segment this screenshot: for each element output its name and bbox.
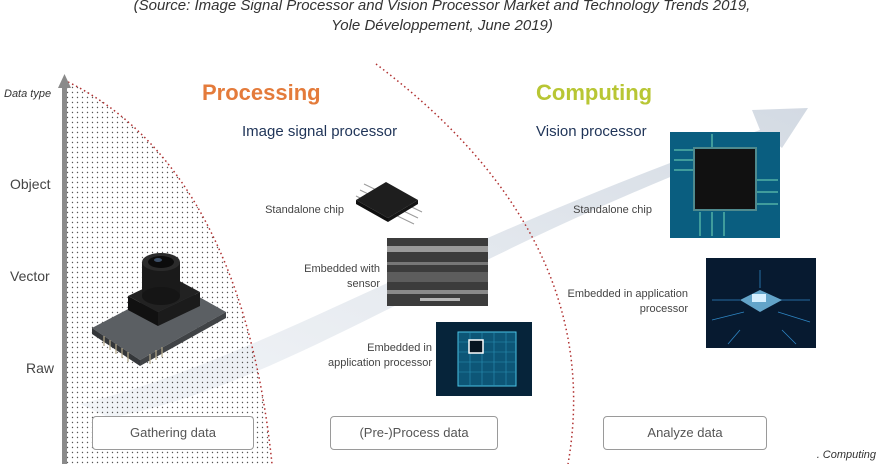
isp-embedded-sensor-caption: Embedded with sensor — [304, 263, 380, 290]
source-line-1: (Source: Image Signal Processor and Visi… — [133, 0, 751, 14]
computing-title: Computing — [536, 80, 653, 105]
vision-embedded-app-caption: Embedded in application processor — [567, 288, 688, 315]
camera-module-image — [92, 253, 226, 366]
vision-in-app-processor-image — [706, 258, 816, 348]
level-object: Object — [10, 176, 51, 192]
vision-standalone-chip-image — [670, 132, 780, 238]
source-line-2: Yole Développement, June 2019) — [331, 17, 553, 34]
level-raw: Raw — [26, 360, 55, 376]
isp-embedded-app-caption: Embedded in application processor — [328, 342, 432, 369]
axis-bar — [62, 86, 67, 464]
vision-standalone-caption: Standalone chip — [573, 204, 652, 216]
processing-title: Processing — [202, 80, 321, 105]
isp-standalone-caption: Standalone chip — [265, 204, 344, 216]
stage-analyze: Analyze data — [603, 416, 767, 450]
stage-preprocess: (Pre-)Process data — [330, 416, 498, 450]
footer-fragment: . Computing — [816, 449, 876, 461]
source-citation: (Source: Image Signal Processor and Visi… — [0, 0, 884, 36]
stage-gathering: Gathering data — [92, 416, 254, 450]
level-vector: Vector — [10, 268, 50, 284]
standalone-isp-chip-image — [355, 182, 423, 225]
vision-subtitle: Vision processor — [536, 123, 647, 140]
isp-in-app-processor-image — [436, 322, 532, 396]
axis-title: Data type — [4, 88, 52, 100]
embedded-with-sensor-image — [387, 238, 488, 306]
axis-arrowhead — [58, 74, 71, 88]
isp-subtitle: Image signal processor — [242, 123, 398, 140]
